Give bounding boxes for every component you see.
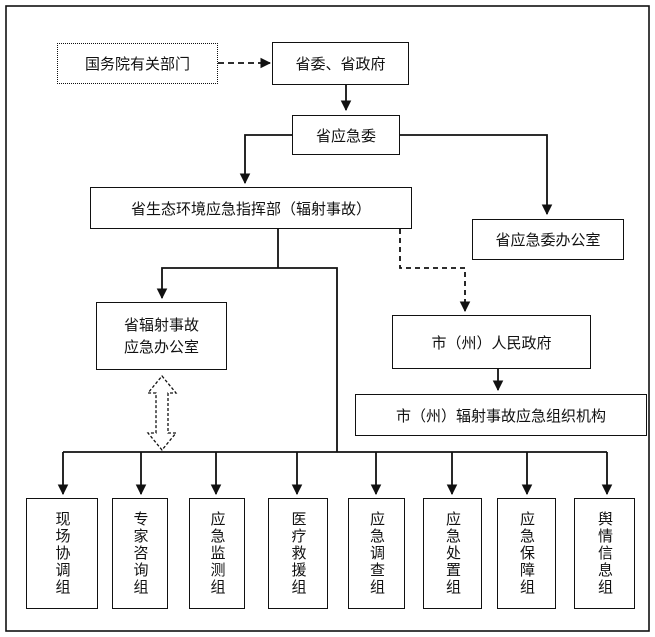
- group-box-8: 舆情信息组: [574, 498, 635, 609]
- group-box-6: 应急处置组: [423, 498, 482, 609]
- group-box-7: 应急保障组: [497, 498, 556, 609]
- node-emergency-committee: 省应急委: [292, 115, 400, 155]
- node-city-government: 市（州）人民政府: [392, 315, 591, 369]
- node-radiation-office: 省辐射事故 应急办公室: [96, 302, 227, 370]
- group-box-5: 应急调查组: [348, 498, 405, 609]
- group-box-2: 专家咨询组: [112, 498, 168, 609]
- group-box-3: 应急监测组: [189, 498, 245, 609]
- command-to-groups-bus: [278, 267, 338, 452]
- node-provincial-government: 省委、省政府: [272, 42, 409, 85]
- outer-frame: [5, 5, 650, 632]
- node-committee-office: 省应急委办公室: [472, 219, 624, 260]
- node-command-center: 省生态环境应急指挥部（辐射事故）: [90, 187, 412, 229]
- double-hollow-arrow: [146, 374, 178, 452]
- arrow-command-to-radiation-office: [156, 267, 278, 300]
- group-box-1: 现场协调组: [26, 498, 98, 609]
- node-city-organization: 市（州）辐射事故应急组织机构: [355, 394, 647, 436]
- arrow-command-to-city: [399, 229, 471, 313]
- node-state-council: 国务院有关部门: [57, 43, 218, 84]
- group-box-4: 医疗救援组: [268, 498, 328, 609]
- arrow-committee-to-command: [239, 134, 292, 185]
- arrow-committee-to-office: [400, 134, 553, 216]
